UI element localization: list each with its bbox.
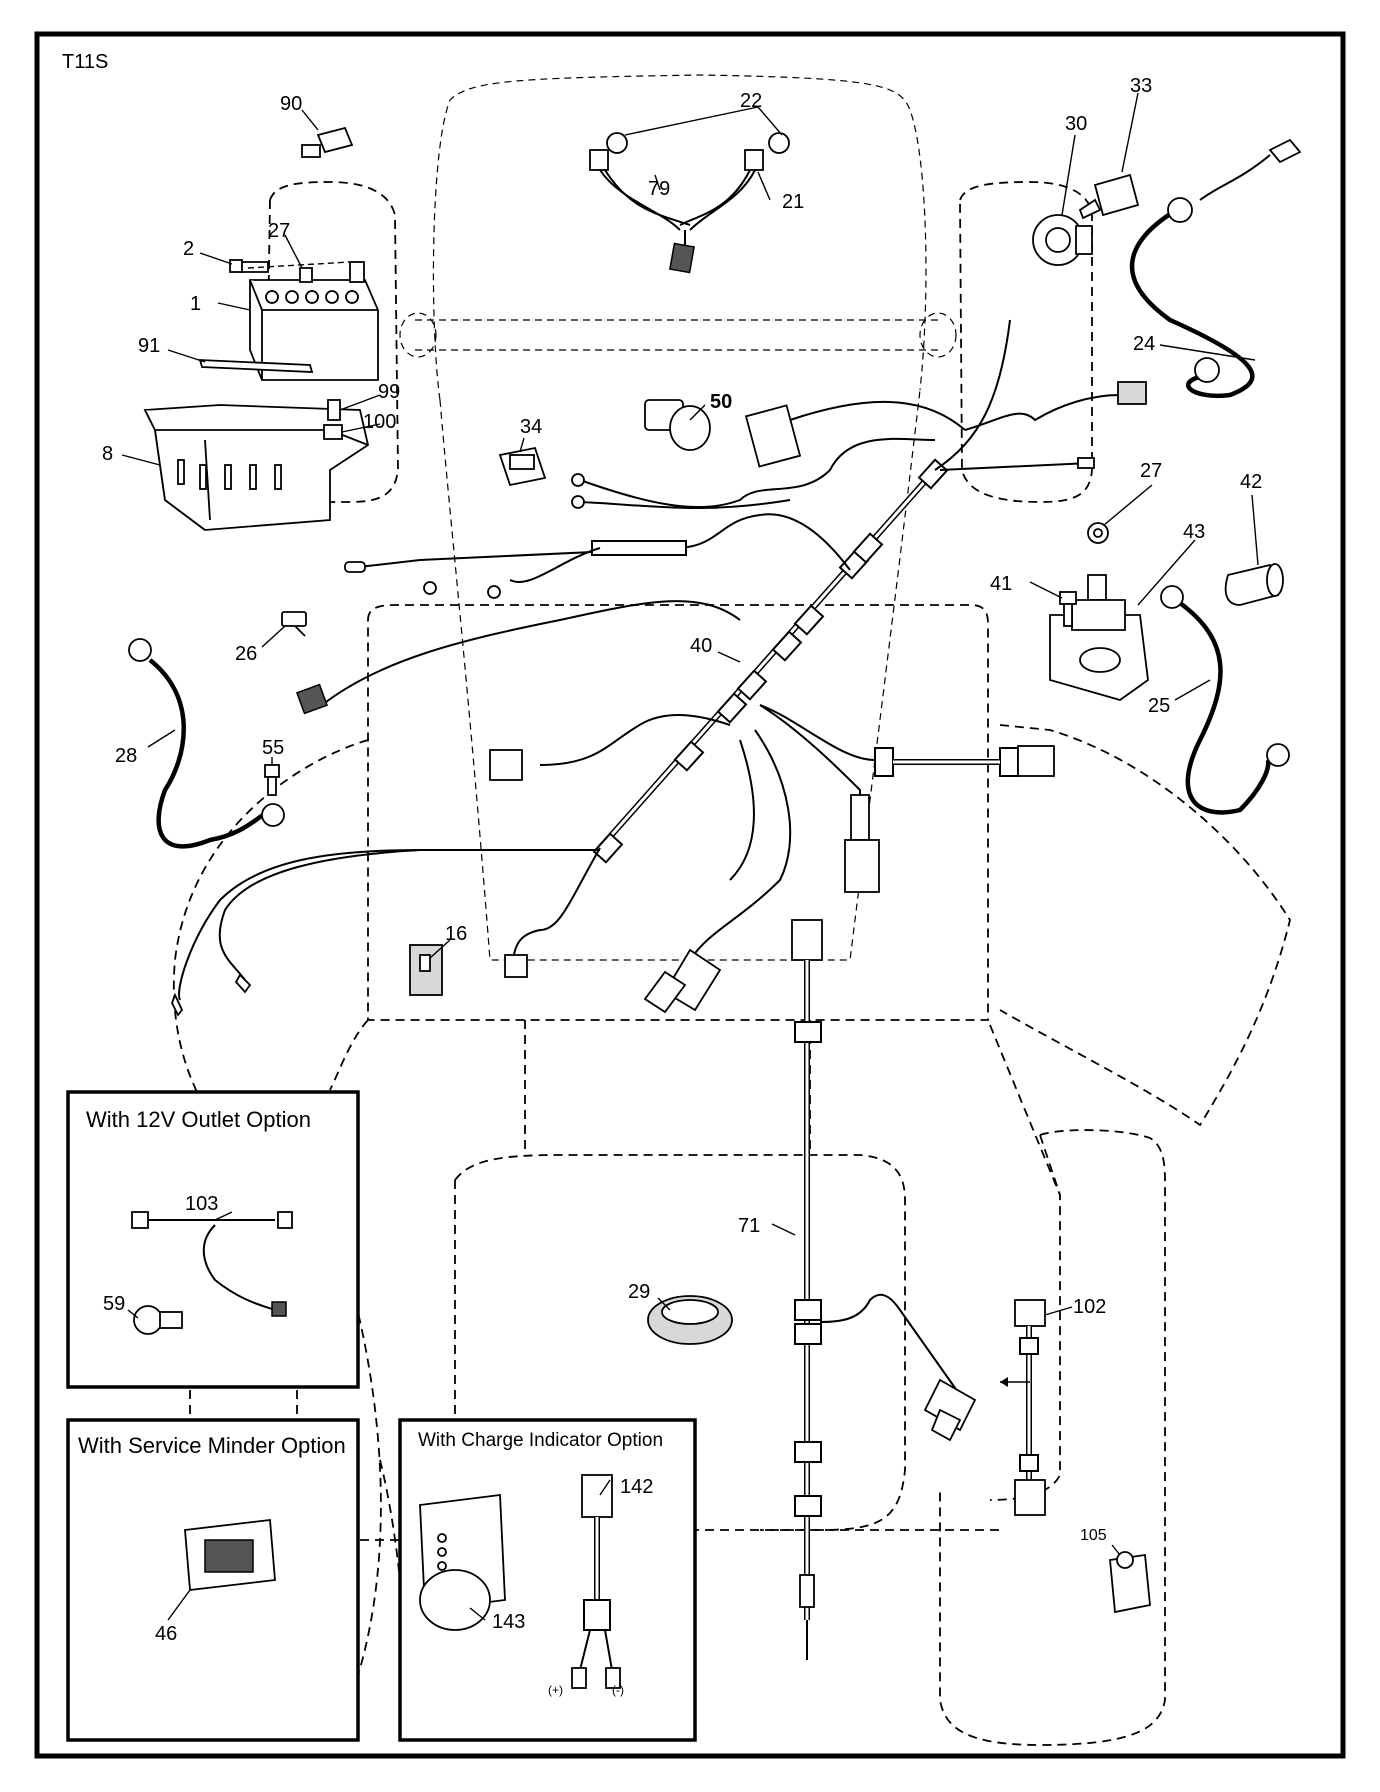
- label-50: 50: [710, 391, 732, 413]
- label-103: 103: [185, 1193, 218, 1215]
- label-26: 26: [235, 643, 257, 665]
- label-27b: 27: [1140, 460, 1162, 482]
- part-28: [128, 638, 285, 849]
- label-28: 28: [115, 745, 137, 767]
- part-55: [264, 764, 280, 796]
- part-24: [1130, 138, 1302, 399]
- label-46: 46: [155, 1623, 177, 1645]
- label-22: 22: [740, 90, 762, 112]
- leader-lines: [121, 92, 1259, 1621]
- label-59: 59: [103, 1293, 125, 1315]
- part-42: [1224, 563, 1284, 606]
- polarity-positive: (+): [548, 1683, 563, 1697]
- part-34: [498, 446, 547, 487]
- part-43: [1049, 574, 1149, 701]
- part-41: [1059, 591, 1077, 627]
- part-26: [281, 611, 307, 637]
- label-42: 42: [1240, 471, 1262, 493]
- box-12v-outlet-title: With 12V Outlet Option: [86, 1107, 311, 1132]
- label-90: 90: [280, 93, 302, 115]
- label-99: 99: [378, 381, 400, 403]
- box-charge-indicator-title: With Charge Indicator Option: [418, 1430, 663, 1451]
- label-43: 43: [1183, 521, 1205, 543]
- part-25: [1160, 585, 1290, 815]
- polarity-negative: (-): [612, 1683, 624, 1697]
- label-91: 91: [138, 335, 160, 357]
- label-1: 1: [190, 293, 201, 315]
- box-charge-indicator: [398, 1418, 697, 1742]
- label-100: 100: [363, 411, 396, 433]
- label-33: 33: [1130, 75, 1152, 97]
- part-105: [1109, 1551, 1151, 1614]
- label-27a: 27: [268, 220, 290, 242]
- box-service-minder: [66, 1418, 360, 1742]
- label-142: 142: [620, 1476, 653, 1498]
- part-30: [1032, 214, 1093, 266]
- label-102: 102: [1073, 1296, 1106, 1318]
- part-16: [409, 944, 443, 996]
- main-harness: [171, 319, 1147, 1017]
- label-40: 40: [690, 635, 712, 657]
- box-12v-outlet: [66, 1090, 360, 1389]
- part-33: [1078, 173, 1140, 220]
- label-8: 8: [102, 443, 113, 465]
- diagram-id: T11S: [62, 51, 108, 73]
- part-labels: 90 22 79 21 30 33 24 27 2 1 91 99 100 8 …: [78, 75, 1262, 1697]
- label-16: 16: [445, 923, 467, 945]
- harness-71: [791, 919, 977, 1660]
- part-headlight-harness: [589, 132, 790, 274]
- label-25: 25: [1148, 695, 1170, 717]
- part-50: [644, 399, 711, 451]
- label-105: 105: [1080, 1527, 1107, 1544]
- label-21: 21: [782, 191, 804, 213]
- part-29: [647, 1295, 733, 1345]
- battery-assembly: [143, 259, 379, 531]
- label-41: 41: [990, 573, 1012, 595]
- label-24: 24: [1133, 333, 1155, 355]
- part-102: [1000, 1299, 1046, 1516]
- label-143: 143: [492, 1611, 525, 1633]
- label-29: 29: [628, 1281, 650, 1303]
- label-79: 79: [648, 178, 670, 200]
- label-2: 2: [183, 238, 194, 260]
- label-34: 34: [520, 416, 542, 438]
- label-71: 71: [738, 1215, 760, 1237]
- part-90: [301, 126, 354, 158]
- label-30: 30: [1065, 113, 1087, 135]
- diagram-frame: [34, 31, 1346, 1759]
- label-55: 55: [262, 737, 284, 759]
- box-service-minder-title: With Service Minder Option: [78, 1433, 346, 1458]
